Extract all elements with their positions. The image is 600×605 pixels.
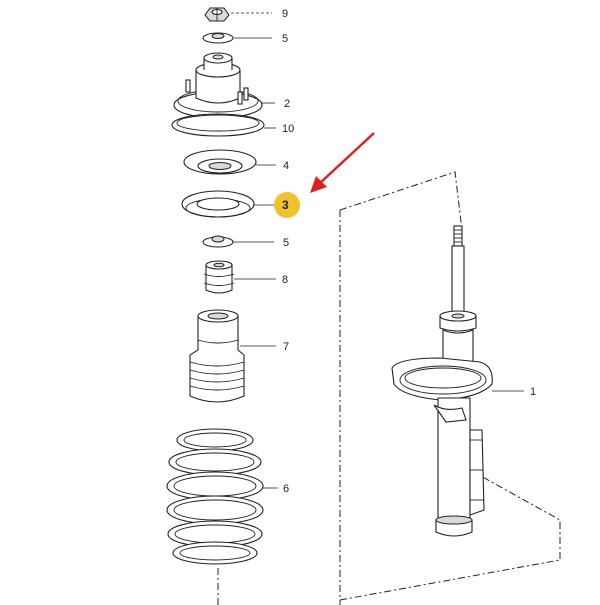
callout-label-6: 6	[283, 483, 289, 495]
highlight-arrow	[310, 132, 375, 193]
callout-4: 4	[256, 160, 289, 172]
callout-label-5-top: 5	[282, 33, 288, 45]
callout-6: 6	[263, 483, 289, 495]
callout-5-top: 5	[234, 33, 288, 45]
callout-label-8: 8	[282, 274, 288, 286]
callout-label-3: 3	[282, 198, 289, 212]
strut-part	[391, 225, 493, 537]
callout-2: 2	[262, 98, 290, 110]
coil-spring-part	[166, 428, 264, 565]
callout-5-lower: 5	[233, 237, 289, 249]
spring-pad-part	[181, 190, 255, 218]
mount-gasket-part	[171, 113, 265, 137]
callout-1: 1	[492, 386, 536, 398]
bump-stop-part	[203, 260, 235, 294]
callout-9: 9	[231, 8, 288, 20]
callout-3: 3	[254, 192, 300, 218]
callout-label-5-lower: 5	[283, 237, 289, 249]
highlight-circle	[274, 192, 300, 218]
top-washer-part	[202, 32, 234, 44]
callout-10: 10	[264, 123, 294, 135]
assembly-boundary	[217, 171, 561, 605]
strut-mount-part	[173, 52, 263, 119]
callout-label-1: 1	[530, 386, 536, 398]
nut-part	[204, 7, 230, 22]
callout-label-9: 9	[282, 8, 288, 20]
callout-7: 7	[240, 341, 289, 353]
callout-label-2: 2	[284, 98, 290, 110]
callout-label-4: 4	[283, 160, 289, 172]
upper-spring-seat-part	[183, 149, 257, 175]
callout-8: 8	[234, 274, 288, 286]
callout-label-10: 10	[282, 123, 294, 135]
dust-boot-part	[189, 309, 245, 403]
lower-washer-part	[202, 235, 234, 248]
callout-label-7: 7	[283, 341, 289, 353]
